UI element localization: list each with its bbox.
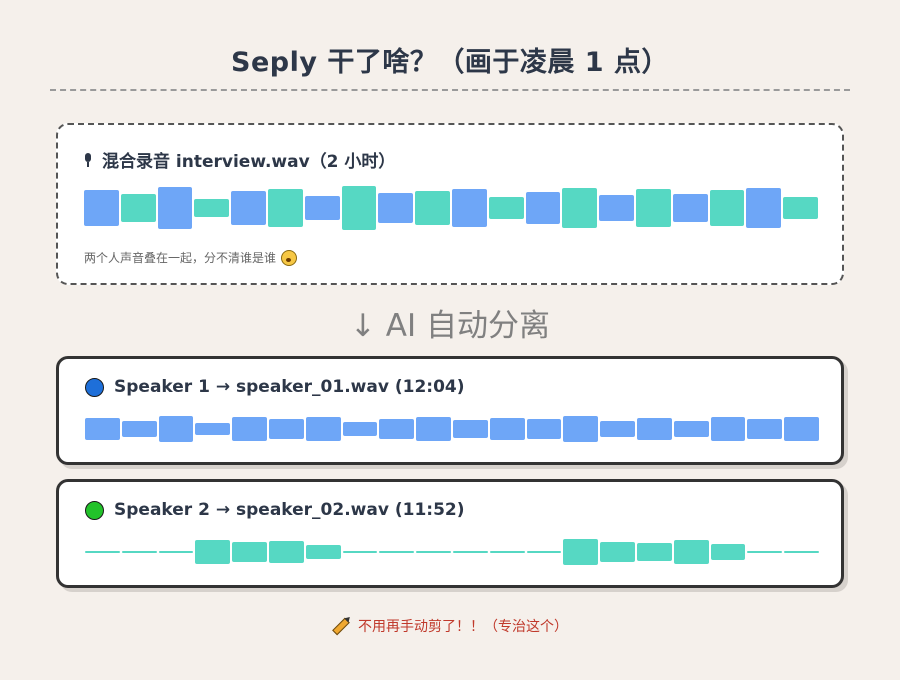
speaker-1-waveform-segment	[563, 415, 599, 442]
speaker-1-waveform-segment	[232, 416, 267, 442]
mixed-waveform-segment	[268, 189, 303, 227]
speaker-2-waveform-segment	[379, 551, 415, 553]
speaker-1-waveform-segment	[416, 416, 451, 442]
blue-circle-icon	[85, 377, 104, 397]
speaker-2-waveform-segment	[195, 539, 231, 565]
mixed-recording-label: 混合录音 interview.wav（2 小时）	[102, 152, 396, 172]
mixed-waveform-segment	[746, 187, 782, 228]
mixed-caption: 两个人声音叠在一起，分不清谁是谁	[84, 251, 277, 265]
mixed-waveform-segment	[304, 195, 340, 221]
speaker-1-waveform-segment	[526, 419, 562, 439]
speaker-2-waveform-segment	[342, 551, 378, 553]
speaker-2-waveform-segment	[232, 542, 267, 562]
speaker-1-waveform-segment	[489, 417, 525, 441]
speaker-2-waveform-segment	[526, 551, 562, 553]
speaker-1-waveform-segment	[342, 422, 378, 436]
pencil-icon	[332, 617, 350, 635]
mixed-waveform-segment	[452, 189, 487, 227]
speaker-2-waveform-segment	[158, 551, 194, 553]
speaker-2-waveform-segment	[121, 551, 157, 553]
speaker-1-waveform-segment	[453, 420, 488, 438]
speaker-2-waveform-segment	[600, 542, 635, 562]
mixed-waveform-segment	[783, 197, 818, 219]
speaker-1-waveform-segment	[269, 419, 304, 439]
mixed-recording-card: 混合录音 interview.wav（2 小时） 两个人声音叠在一起，分不清谁是…	[56, 123, 844, 285]
green-circle-icon	[85, 500, 104, 520]
speaker-1-waveform-segment	[747, 419, 783, 439]
mixed-waveform-segment	[120, 193, 156, 223]
speaker-1-waveform-segment	[600, 421, 635, 437]
mixed-waveform-segment	[636, 189, 671, 227]
speaker-2-waveform-segment	[563, 538, 599, 565]
speaker-2-waveform-segment	[85, 551, 120, 553]
mixed-waveform-segment	[525, 191, 561, 225]
speaker-1-waveform-segment	[121, 421, 157, 437]
mixed-waveform-segment	[378, 192, 414, 224]
speaker-1-label: Speaker 1 → speaker_01.wav (12:04)	[114, 377, 465, 397]
footer-note: 不用再手动剪了！！（专治这个）	[358, 619, 568, 635]
mixed-waveform-segment	[562, 187, 598, 229]
speaker-1-waveform-segment	[158, 415, 194, 442]
speaker-1-card: Speaker 1 → speaker_01.wav (12:04)	[56, 356, 844, 465]
speaker-2-waveform-segment	[673, 539, 709, 565]
speaker-2-waveform-segment	[305, 545, 341, 559]
separation-arrow-label: ↓ AI 自动分离	[349, 308, 551, 344]
mixed-waveform-segment	[157, 187, 193, 229]
speaker-2-label-row: Speaker 2 → speaker_02.wav (11:52)	[85, 500, 465, 520]
speaker-2-waveform-segment	[269, 540, 304, 564]
speaker-1-waveform-segment	[85, 417, 120, 441]
mixed-waveform-segment	[415, 191, 450, 225]
mixed-waveform-segment	[194, 198, 230, 217]
speaker-1-waveform-segment	[710, 416, 746, 442]
speaker-1-waveform	[85, 415, 821, 443]
mixed-waveform-segment	[231, 191, 266, 225]
speaker-1-waveform-segment	[305, 416, 341, 442]
surprised-face-icon	[281, 249, 298, 266]
page-title: Seply 干了啥？（画于凌晨 1 点）	[231, 47, 669, 78]
mixed-waveform	[84, 186, 820, 230]
footer-note-row: 不用再手动剪了！！（专治这个）	[0, 616, 900, 636]
speaker-1-waveform-segment	[379, 419, 415, 439]
speaker-2-waveform-segment	[489, 551, 525, 553]
mixed-recording-label-row: 混合录音 interview.wav（2 小时）	[84, 147, 395, 172]
speaker-2-label: Speaker 2 → speaker_02.wav (11:52)	[114, 500, 465, 520]
speaker-2-waveform-segment	[710, 544, 746, 560]
mixed-caption-row: 两个人声音叠在一起，分不清谁是谁	[84, 249, 298, 266]
speaker-1-waveform-segment	[637, 417, 672, 441]
mixed-waveform-segment	[599, 195, 634, 221]
speaker-2-waveform-segment	[784, 551, 819, 553]
speaker-2-waveform-segment	[747, 551, 783, 553]
mixed-waveform-segment	[84, 189, 119, 227]
mixed-waveform-segment	[709, 190, 745, 226]
speaker-2-waveform-segment	[637, 543, 672, 561]
speaker-2-card: Speaker 2 → speaker_02.wav (11:52)	[56, 479, 844, 588]
mixed-waveform-segment	[672, 193, 708, 223]
title-divider	[50, 89, 850, 91]
speaker-1-waveform-segment	[784, 416, 819, 442]
microphone-icon	[84, 152, 92, 167]
speaker-1-label-row: Speaker 1 → speaker_01.wav (12:04)	[85, 377, 465, 397]
speaker-2-waveform-segment	[416, 551, 451, 553]
speaker-2-waveform-segment	[453, 551, 488, 553]
speaker-2-waveform	[85, 538, 821, 566]
mixed-waveform-segment	[488, 197, 524, 219]
speaker-1-waveform-segment	[195, 422, 231, 435]
mixed-waveform-segment	[341, 186, 377, 230]
speaker-1-waveform-segment	[673, 421, 709, 437]
